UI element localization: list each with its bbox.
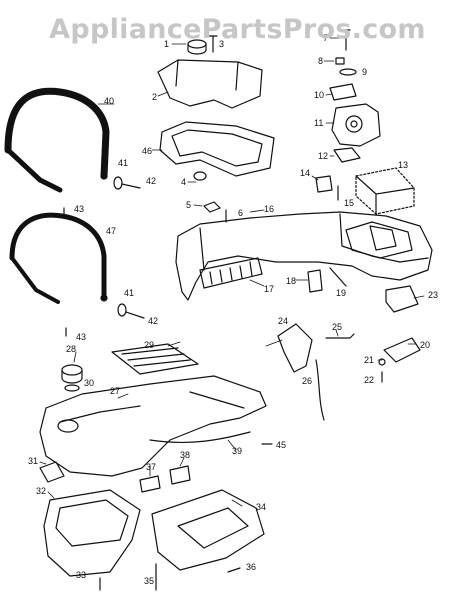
part-grille (199, 257, 263, 289)
part-handle-bar-lower (9, 212, 108, 304)
part-nut-8 (335, 57, 345, 65)
part-seal-30 (64, 384, 80, 392)
part-gasket (159, 121, 275, 177)
callout-8: 8 (318, 56, 323, 66)
callout-39: 39 (232, 446, 242, 456)
part-spring-38 (169, 465, 191, 485)
callout-25: 25 (332, 322, 342, 332)
part-fuel-tank (39, 375, 267, 477)
callout-19: 19 (336, 288, 346, 298)
part-washer-9 (339, 68, 357, 76)
callout-13: 13 (398, 160, 408, 170)
part-handle-bar-upper (4, 87, 110, 193)
part-carburetor (331, 103, 381, 147)
part-nut (203, 201, 221, 213)
part-pin-19 (329, 267, 347, 287)
callout-32: 32 (36, 486, 46, 496)
callout-23: 23 (428, 290, 438, 300)
part-housing (175, 211, 433, 301)
callout-29: 29 (144, 340, 154, 350)
callout-16: 16 (264, 204, 274, 214)
callout-11: 11 (314, 118, 323, 128)
callout-42-upper: 42 (146, 176, 156, 186)
callout-31: 31 (28, 456, 38, 466)
callout-41-lower: 41 (124, 288, 134, 298)
callout-1: 1 (164, 39, 169, 49)
callout-15: 15 (344, 198, 354, 208)
part-link-25 (325, 333, 355, 339)
callout-27: 27 (110, 386, 120, 396)
callout-46: 46 (142, 146, 152, 156)
part-bottom-cover (151, 489, 265, 571)
callout-18: 18 (286, 276, 296, 286)
part-screen (111, 343, 199, 375)
callout-6: 6 (238, 208, 243, 218)
callout-35: 35 (144, 576, 154, 586)
callout-43-upper: 43 (74, 204, 84, 214)
part-carb-gasket (333, 147, 361, 163)
part-lever-20 (383, 337, 421, 363)
callout-20: 20 (420, 340, 430, 350)
part-bracket-23 (385, 285, 419, 313)
callout-14: 14 (300, 168, 310, 178)
callout-36: 36 (246, 562, 256, 572)
part-spacer-bolt-upper (113, 176, 141, 190)
part-air-cover (157, 59, 263, 109)
callout-47: 47 (106, 226, 116, 236)
callout-12: 12 (318, 151, 328, 161)
part-screw-36 (227, 567, 241, 573)
callout-5: 5 (186, 200, 191, 210)
part-gasket-31 (39, 461, 65, 483)
callout-2: 2 (152, 92, 157, 102)
leader-lines (39, 37, 425, 507)
callout-34: 34 (256, 502, 266, 512)
part-fuel-cap (61, 364, 83, 384)
part-block-14 (315, 175, 333, 193)
callout-4: 4 (181, 177, 186, 187)
callout-9: 9 (362, 67, 367, 77)
callout-33: 33 (76, 570, 86, 580)
callout-17: 17 (264, 284, 274, 294)
callout-labels: 1 2 3 4 5 6 7 8 9 10 11 12 13 14 15 16 1… (28, 33, 438, 586)
part-base (43, 489, 141, 577)
part-trigger-18 (307, 269, 323, 293)
callout-43-lower: 43 (76, 332, 86, 342)
watermark-text: AppliancePartsPros.com (49, 14, 426, 45)
callout-40: 40 (104, 96, 114, 106)
callout-42-lower: 42 (148, 316, 158, 326)
part-cap (187, 39, 207, 55)
part-trigger-24 (277, 323, 313, 373)
callout-22: 22 (364, 375, 374, 385)
callout-26: 26 (302, 376, 312, 386)
callout-21: 21 (364, 355, 374, 365)
part-rod-26 (315, 359, 325, 421)
callout-28: 28 (66, 344, 76, 354)
callout-38: 38 (180, 450, 190, 460)
part-screw-7 (341, 29, 351, 51)
part-plug-37 (139, 475, 161, 493)
air-cover-detail (175, 59, 239, 91)
callout-30: 30 (84, 378, 94, 388)
callout-37: 37 (146, 462, 156, 472)
callout-45: 45 (276, 440, 286, 450)
callout-10: 10 (314, 90, 324, 100)
callout-7: 7 (323, 33, 328, 43)
part-air-filter (355, 167, 415, 215)
part-screw-top (208, 35, 218, 53)
part-washer-21 (378, 358, 386, 366)
callout-3: 3 (219, 39, 224, 49)
callout-24: 24 (278, 316, 288, 326)
part-line-39 (149, 431, 251, 444)
part-clip (193, 171, 207, 181)
part-spacer-bolt-lower (117, 303, 145, 319)
callout-41-upper: 41 (118, 158, 128, 168)
part-bracket-10 (329, 83, 357, 101)
